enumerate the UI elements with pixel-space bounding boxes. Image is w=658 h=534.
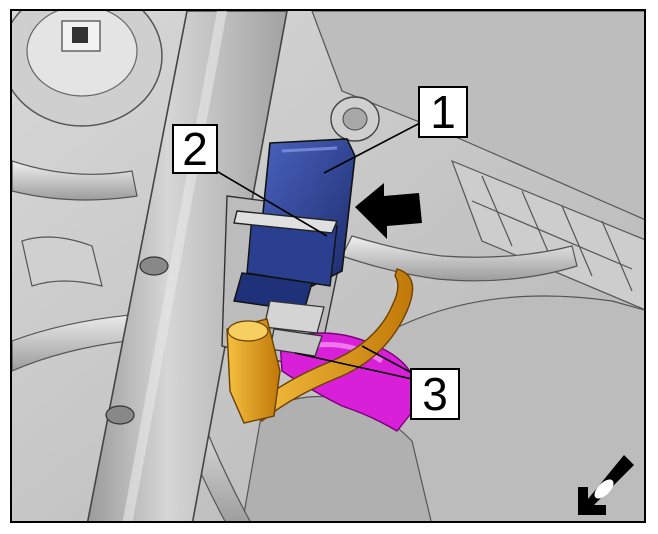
lattice-bracket: [450, 159, 644, 310]
illustration-frame: 1 2 3: [10, 9, 646, 523]
leader-lines: [207, 122, 421, 380]
reservoir-cap: [12, 11, 163, 127]
orange-wire: [226, 268, 414, 424]
blue-connector: [233, 138, 356, 312]
direction-arrow-icon: [355, 183, 422, 239]
engine-bay-illustration: [12, 11, 644, 521]
bolt-head: [330, 96, 380, 142]
beam-hole: [105, 405, 135, 425]
callout-2: 2: [172, 124, 218, 174]
hose-clamps: [263, 300, 325, 357]
upper-right-panel: [311, 11, 644, 220]
callout-1: 1: [418, 86, 468, 138]
support-beam: [86, 11, 288, 521]
view-direction-arrow-icon: [578, 455, 634, 515]
beam-hole: [139, 256, 169, 276]
callout-3: 3: [410, 368, 460, 420]
